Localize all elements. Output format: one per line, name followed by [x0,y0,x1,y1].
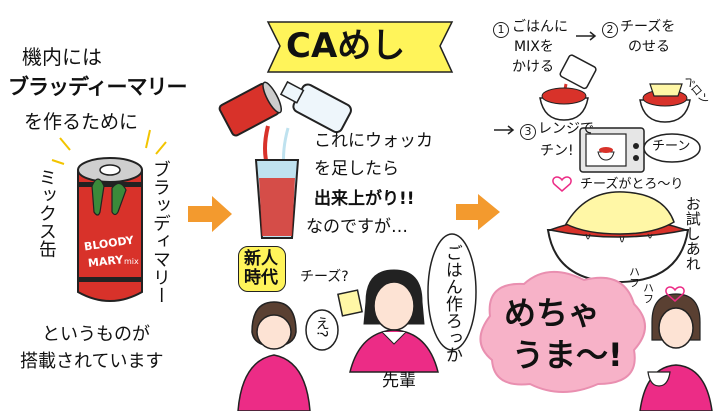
flow-arrow-2 [456,194,500,230]
step1-text-3: かける [512,59,554,75]
can-side-left-label: ミックス缶 [35,168,57,258]
hafu-sfx-1: ハフ [627,266,641,288]
rookie-character [237,301,311,411]
delicious-line-2: うま〜! [512,336,623,374]
title-banner [266,21,454,73]
vodka-line-4: なのですが… [306,217,408,237]
intro-line-1: 機内には [22,45,102,69]
step1-number: 1 [493,22,509,38]
try-it-text: お試しあれ [683,196,702,271]
bloody-mary-can-illustration [77,157,143,302]
vodka-bottle-illustration [279,80,352,169]
rookie-tag-line-2: 時代 [244,268,278,288]
step3-number: 3 [520,124,536,140]
step2-text-1: チーズを [620,19,676,35]
delicious-splash [479,270,646,393]
page-title: CAめし [286,26,406,66]
step3-text-2: チン! [540,143,574,159]
rookie-tag-line-1: 新人 [244,249,278,269]
chin-bubble [643,133,701,163]
loaded-line-2: 搭載されています [20,351,164,372]
vodka-line-2: を足したら [314,159,399,179]
cheese-melt-text: チーズがとろ〜り [580,177,684,192]
step2-number: 2 [602,22,618,38]
heart-icon [552,176,572,192]
step1-text-1: ごはんに [512,19,568,35]
can-label-small: mix [124,257,139,266]
senpai-label: 先輩 [382,371,416,391]
hafu-sfx-2: ハフ [641,282,655,304]
step1-text-2: MIXを [514,39,554,55]
loaded-line-1: というものが [42,324,150,345]
can-side-right-label: ブラッディマリー [149,160,171,304]
glass-illustration [254,159,300,239]
chin-sfx: チーン [652,139,691,154]
step-arrows [494,31,597,135]
intro-line-3: を作るために [24,111,139,133]
rookie-era-tag: 新人 時代 [238,246,286,292]
rice-bubble-text: ごはん作ろっか [441,244,462,363]
huh-text: え? [313,316,330,338]
sparkle-marks [51,129,167,165]
vodka-line-3: 出来上がり!! [314,189,415,209]
step3-text-1: レンジで [538,121,594,137]
vodka-line-1: これにウォッカ [314,131,433,151]
eating-character [639,293,713,411]
huh-bubble [305,309,339,351]
intro-line-2: ブラッディーマリー [8,75,188,99]
heart-icon [665,286,685,302]
pouring-can-illustration [218,81,283,169]
delicious-line-1: めちゃ [504,294,601,332]
flow-arrow-1 [188,196,232,232]
step2-text-2: のせる [628,39,670,55]
rice-bubble [427,233,477,351]
final-bowl-illustration [546,191,690,284]
step1-illustration [539,54,597,121]
cheese-question-text: チーズ? [300,269,349,285]
senpai-character [337,269,439,373]
step2-illustration [639,83,691,123]
microwave-illustration [579,127,645,173]
